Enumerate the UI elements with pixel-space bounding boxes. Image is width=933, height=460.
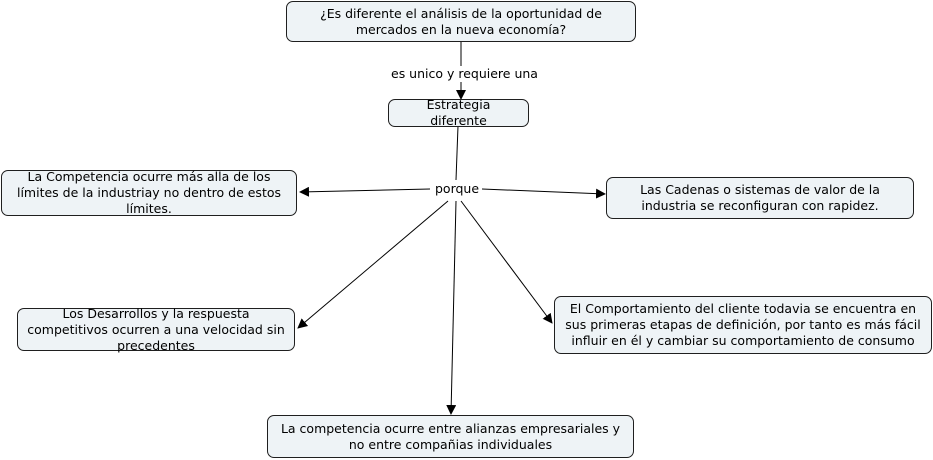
link-label-because: porque [432,181,483,197]
customer-behavior-text: El Comportamiento del cliente todavia se… [565,301,921,348]
link-label-unique: es unico y requiere una [388,66,541,82]
line-strategy-to-because [455,125,459,181]
customer-behavior-node: El Comportamiento del cliente todavia se… [554,296,932,354]
strategy-node: Estrategia diferente [388,97,529,128]
question-node: ¿Es diferente el análisis de la oportuni… [286,1,636,42]
competition-limits-node: La Competencia ocurre más alla de los lí… [1,169,297,216]
arrow-to-customer-behavior [460,200,553,324]
developments-node: Los Desarrollos y la respuesta competiti… [17,305,295,353]
arrow-to-developments [297,200,449,329]
value-chains-node: Las Cadenas o sistemas de valor de la in… [606,177,914,219]
question-text: ¿Es diferente el análisis de la oportuni… [320,5,602,37]
arrow-to-alliances [446,200,457,415]
arrow-to-competition-limits [299,186,431,197]
value-chains-text: Las Cadenas o sistemas de valor de la in… [640,182,880,213]
developments-text: Los Desarrollos y la respuesta competiti… [27,305,285,353]
strategy-text: Estrategia diferente [426,97,491,128]
arrow-to-value-chains [481,188,606,199]
alliances-node: La competencia ocurre entre alianzas emp… [267,415,634,458]
competition-limits-text: La Competencia ocurre más alla de los lí… [16,169,282,216]
alliances-text: La competencia ocurre entre alianzas emp… [280,420,621,452]
